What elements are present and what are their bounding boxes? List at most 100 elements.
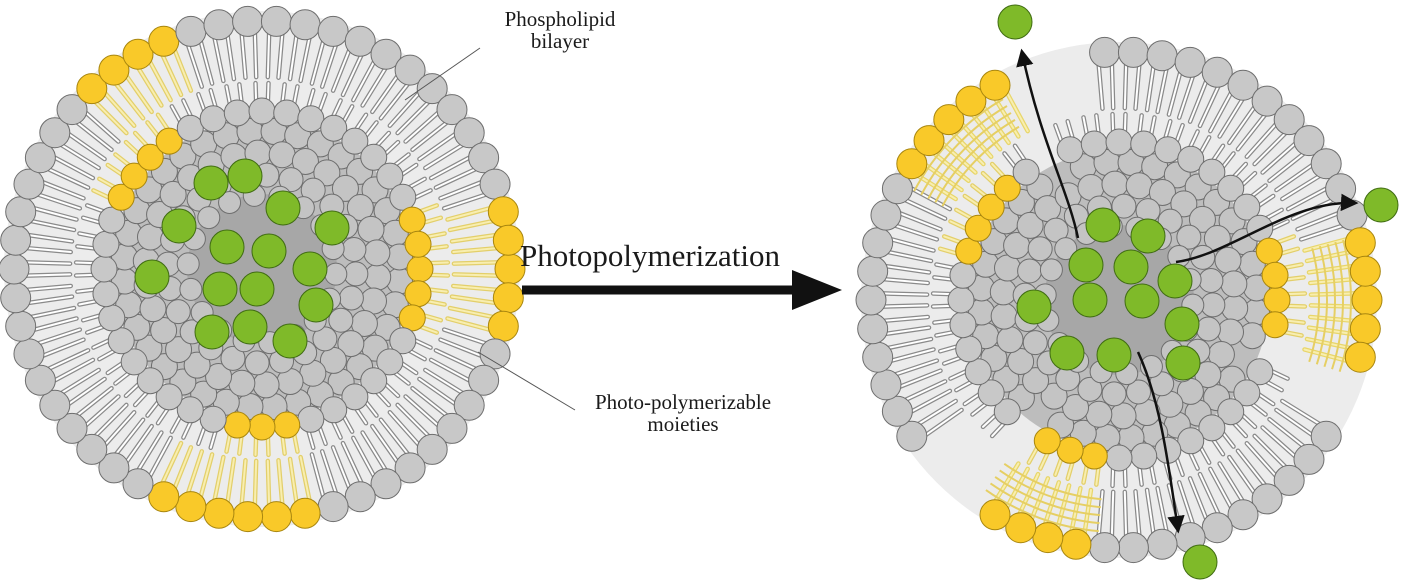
lipid-head: [881, 395, 913, 427]
polymerizable-head: [1255, 237, 1283, 265]
inner-lipid-head: [228, 369, 256, 397]
lipid-head: [360, 367, 388, 395]
polymerizable-head: [487, 310, 519, 342]
lipid-head: [1201, 56, 1233, 88]
lipid-head: [370, 38, 402, 70]
lipid-head: [320, 114, 348, 142]
lipid-head: [1273, 464, 1305, 496]
cargo-molecule: [1096, 337, 1132, 373]
polymerizable-head: [1032, 522, 1064, 554]
polymerizable-head: [1263, 286, 1291, 314]
lipid-head: [862, 227, 894, 259]
lipid-head: [98, 304, 126, 332]
cargo-molecule: [1072, 282, 1108, 318]
lipid-head: [39, 117, 71, 149]
inner-lipid-head: [165, 336, 193, 364]
lipid-head: [436, 412, 468, 444]
inner-lipid-head: [1176, 224, 1202, 250]
lipid-head: [90, 255, 118, 283]
inner-lipid-head: [1198, 267, 1224, 293]
lipid-head: [56, 94, 88, 126]
cargo-molecule: [202, 271, 238, 307]
inner-lipid-head: [343, 261, 369, 287]
lipid-head: [993, 398, 1021, 426]
lipid-head: [1227, 69, 1259, 101]
bilayer-label-line2: bilayer: [530, 29, 590, 54]
lipid-head: [896, 420, 928, 452]
lipid-head: [1130, 442, 1158, 470]
inner-lipid-head: [139, 295, 167, 323]
lipid-head: [39, 389, 71, 421]
polymerizable-head: [148, 481, 180, 513]
inner-lipid-head: [1017, 258, 1043, 284]
cargo-molecule: [1085, 207, 1121, 243]
polymerizable-head: [955, 237, 983, 265]
polymerizable-head: [406, 255, 434, 283]
arrow-right-icon: [522, 270, 842, 310]
lipid-head: [1233, 193, 1261, 221]
inner-lipid-head: [1203, 225, 1231, 253]
lipid-head: [24, 364, 56, 396]
cargo-molecule: [265, 190, 301, 226]
polymerizable-head: [977, 193, 1005, 221]
lipid-head: [1146, 528, 1178, 560]
inner-lipid-head: [1039, 258, 1063, 282]
lipid-head: [376, 348, 404, 376]
lipid-head: [870, 199, 902, 231]
lipid-head: [341, 383, 369, 411]
polymerizable-head: [273, 411, 301, 439]
moieties-label-line2: moieties: [647, 412, 719, 437]
polymerizable-head: [107, 183, 135, 211]
polymerizable-head: [232, 501, 264, 533]
polymerizable-head: [1344, 227, 1376, 259]
cargo-molecule: [1130, 218, 1166, 254]
lipid-head: [1105, 128, 1133, 156]
cargo-molecule: [1068, 247, 1104, 283]
release-arrow: [1136, 351, 1185, 534]
lipid-head: [1080, 130, 1108, 158]
lipid-head: [1310, 148, 1342, 180]
inner-lipid-head: [1170, 190, 1198, 218]
lipid-head: [199, 105, 227, 133]
inner-lipid-head: [183, 351, 211, 379]
inner-lipid-head: [1109, 402, 1137, 430]
lipid-head: [1146, 40, 1178, 72]
inner-lipid-head: [1022, 330, 1048, 356]
inner-lipid-head: [364, 263, 392, 291]
inner-lipid-head: [1190, 244, 1216, 270]
lipid-head: [317, 15, 349, 47]
polymerizable-head: [1344, 341, 1376, 373]
lipid-head: [176, 396, 204, 424]
lipid-head: [964, 358, 992, 386]
inner-lipid-head: [341, 236, 367, 262]
inner-lipid-head: [197, 206, 221, 230]
release-arrow-icon: [1016, 48, 1359, 534]
lipid-head: [5, 196, 37, 228]
lipid-head: [1198, 414, 1226, 442]
liposome-before: [0, 5, 526, 533]
released-cargo: [997, 4, 1033, 40]
lipid-head: [297, 105, 325, 133]
cargo-molecule: [1049, 335, 1085, 371]
lipid-head: [76, 433, 108, 465]
polymerizable-head: [404, 280, 432, 308]
cargo-molecule: [1016, 289, 1052, 325]
lipid-head: [320, 396, 348, 424]
lipid-head: [0, 224, 32, 256]
inner-lipid-head: [1220, 270, 1248, 298]
inner-lipid-head: [1148, 178, 1176, 206]
polymerizable-head: [979, 499, 1011, 531]
inner-lipid-head: [363, 239, 391, 267]
lipid-head: [468, 364, 500, 396]
polymerizable-head: [98, 54, 130, 86]
inner-lipid-head: [996, 326, 1024, 354]
inner-lipid-head: [1007, 347, 1035, 375]
lipid-head: [273, 99, 301, 127]
lipid-head: [232, 5, 264, 37]
lipid-head: [1089, 532, 1121, 564]
inner-lipid-head: [331, 174, 359, 202]
inner-lipid-head: [1027, 236, 1053, 262]
lipid-head: [1336, 199, 1368, 231]
cargo-molecule: [193, 165, 229, 201]
